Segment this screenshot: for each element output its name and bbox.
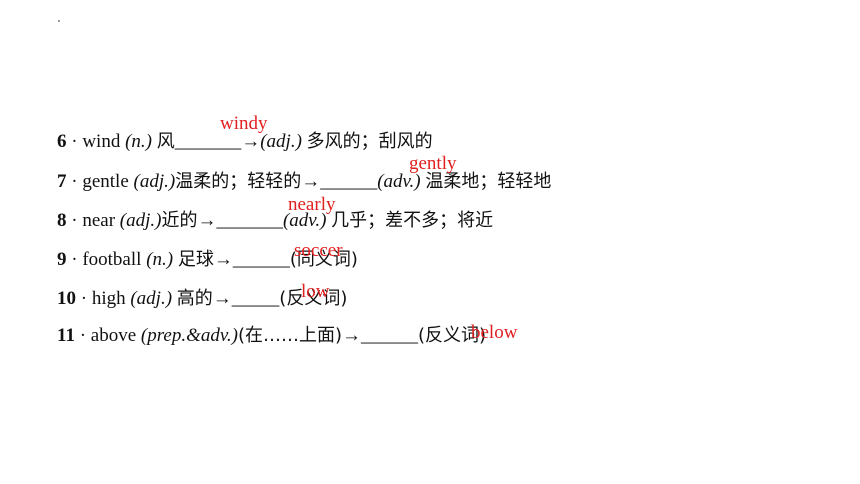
exercise-item-11: 11 · above (prep.&adv.)(在……上面)→______(反义… <box>57 324 486 348</box>
part-of-speech: (adj.) <box>119 210 162 231</box>
relation-hint: (同义词) <box>289 249 358 270</box>
separator: · <box>71 171 78 192</box>
answer-text: soccer <box>294 240 343 261</box>
answer-text: gently <box>409 153 457 174</box>
arrow: → <box>212 288 232 309</box>
answer-blank[interactable]: ______ <box>232 249 290 270</box>
part-of-speech: (n.) <box>146 249 174 270</box>
meaning: 风 <box>156 131 175 152</box>
answer-text: below <box>471 322 518 343</box>
item-number: 10 <box>57 288 76 309</box>
arrow: → <box>342 325 362 346</box>
separator: · <box>71 249 78 270</box>
word: above <box>90 325 137 346</box>
exercise-item-8: 8 · near (adj.)近的→_______(adv.) 几乎；差不多；将… <box>57 209 493 233</box>
exercise-item-6: 6 · wind (n.) 风_______→(adj.) 多风的；刮风的 <box>57 130 433 154</box>
answer-blank[interactable]: _______ <box>216 210 283 231</box>
meaning: 近的 <box>161 210 198 231</box>
arrow: → <box>241 131 261 152</box>
target-meaning: 几乎；差不多；将近 <box>331 210 494 231</box>
exercise-item-9: 9 · football (n.) 足球→______(同义词) <box>57 248 358 272</box>
word: wind <box>82 131 121 152</box>
separator: · <box>79 325 87 346</box>
exercise-item-10: 10 · high (adj.) 高的→_____(反义词) <box>57 287 347 311</box>
part-of-speech: (adj.) <box>133 171 176 192</box>
separator: · <box>80 288 88 309</box>
word: gentle <box>82 171 129 192</box>
word: football <box>82 249 142 270</box>
arrow: → <box>301 171 321 192</box>
target-part-of-speech: (adv.) <box>377 171 421 192</box>
answer-blank[interactable]: ______ <box>361 325 419 346</box>
part-of-speech: (n.) <box>125 131 152 152</box>
relation-hint: (反义词) <box>279 288 348 309</box>
answer-blank[interactable]: ______ <box>320 171 378 192</box>
separator: · <box>71 210 78 231</box>
word: high <box>91 288 126 309</box>
item-number: 8 <box>57 210 67 231</box>
item-number: 6 <box>57 131 67 152</box>
part-of-speech: (prep.&adv.) <box>140 325 238 346</box>
exercise-item-7: 7 · gentle (adj.)温柔的；轻轻的→______(adv.) 温柔… <box>57 170 551 194</box>
word: near <box>82 210 116 231</box>
answer-blank[interactable]: _______ <box>174 131 242 152</box>
arrow: → <box>197 210 217 231</box>
target-part-of-speech: (adj.) <box>260 131 302 152</box>
decorative-dot <box>58 20 60 22</box>
target-meaning: 温柔地；轻轻地 <box>425 171 552 192</box>
meaning: (在……上面) <box>237 325 343 346</box>
separator: · <box>71 131 78 152</box>
answer-text: windy <box>220 113 268 134</box>
item-number: 7 <box>57 171 67 192</box>
target-part-of-speech: (adv.) <box>282 210 327 231</box>
answer-text: low <box>301 281 330 302</box>
meaning: 温柔的；轻轻的 <box>175 171 302 192</box>
answer-blank[interactable]: _____ <box>231 288 280 309</box>
meaning: 高的 <box>176 288 213 309</box>
relation-hint: (反义词) <box>418 325 487 346</box>
answer-text: nearly <box>288 194 336 215</box>
item-number: 11 <box>57 325 75 346</box>
part-of-speech: (adj.) <box>130 288 173 309</box>
target-meaning: 多风的；刮风的 <box>306 131 433 152</box>
arrow: → <box>213 249 233 270</box>
meaning: 足球 <box>177 249 214 270</box>
item-number: 9 <box>57 249 67 270</box>
